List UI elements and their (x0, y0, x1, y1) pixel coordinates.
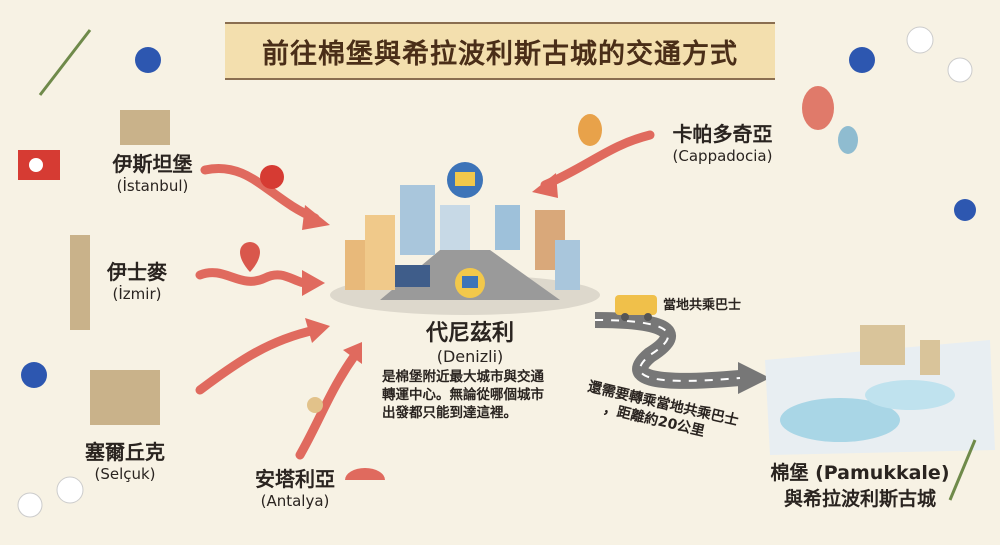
arrow-cappadocia (540, 130, 655, 190)
arrowhead-antalya (343, 342, 362, 364)
hub-description: 是棉堡附近最大城市與交通 轉運中心。無論從哪個城市 出發都只能到達這裡。 (382, 368, 544, 422)
olive-branch-icon (948, 439, 977, 501)
city-latin: (Selçuk) (94, 465, 156, 483)
arrowhead-selcuk (305, 318, 330, 343)
page-title: 前往棉堡與希拉波利斯古城的交通方式 (262, 38, 738, 70)
evil-eye-icon (954, 199, 976, 221)
mosque-icon (120, 110, 170, 145)
city-name: 安塔利亞 (255, 467, 335, 491)
origin-istanbul: 伊斯坦堡 (İstanbul) (95, 148, 210, 195)
evil-eye-icon (21, 362, 47, 388)
city-name: 伊士麥 (107, 260, 167, 284)
destination-line: 棉堡 (Pamukkale) (770, 462, 950, 484)
title-banner: 前往棉堡與希拉波利斯古城的交通方式 (225, 22, 775, 80)
hot-air-balloon-icon (838, 126, 858, 154)
arrow-istanbul (200, 164, 320, 223)
description-line: 轉運中心。無論從哪個城市 (382, 387, 544, 403)
clock-tower-icon (70, 235, 90, 330)
city-name: 伊斯坦堡 (112, 152, 193, 176)
arrowhead-izmir (302, 270, 325, 296)
hub-latin: (Denizli) (436, 347, 504, 366)
origin-selcuk: 塞爾丘克 (Selçuk) (70, 436, 180, 483)
arrow-izmir (195, 268, 315, 288)
city-latin: (İzmir) (112, 285, 162, 303)
city-latin: (Cappadocia) (672, 147, 773, 165)
turkish-flag-badge-icon (260, 165, 284, 189)
hot-air-balloon-icon (578, 114, 602, 146)
description-line: 出發都只能到達這裡。 (382, 405, 517, 421)
olive-branch-icon (38, 29, 92, 96)
road-arrowhead (738, 362, 770, 394)
origin-izmir: 伊士麥 (İzmir) (92, 256, 182, 303)
origin-antalya: 安塔利亞 (Antalya) (240, 463, 350, 510)
arrowhead-istanbul (302, 205, 330, 230)
cotton-icon (17, 492, 43, 518)
cotton-icon (56, 476, 84, 504)
cotton-icon (906, 26, 934, 54)
destination-pamukkale: 棉堡 (Pamukkale) 與希拉波利斯古城 (760, 460, 960, 512)
beach-umbrella-icon (345, 468, 385, 480)
temple-ruins-icon (90, 370, 160, 425)
road-dashes (594, 319, 741, 382)
origin-cappadocia: 卡帕多奇亞 (Cappadocia) (655, 118, 790, 165)
turkish-flag-icon (18, 150, 60, 180)
arrow-antalya (295, 350, 360, 460)
evil-eye-icon (135, 47, 161, 73)
arrow-selcuk (195, 325, 320, 395)
bus-label: 當地共乘巴士 (663, 298, 742, 313)
city-name: 塞爾丘克 (85, 440, 165, 464)
location-pin-icon (240, 242, 260, 272)
city-name: 卡帕多奇亞 (672, 122, 773, 146)
city-latin: (Antalya) (260, 492, 330, 510)
description-line: 是棉堡附近最大城市與交通 (382, 369, 544, 385)
cotton-icon (947, 57, 973, 83)
shell-icon (307, 397, 323, 413)
road-to-pamukkale (594, 312, 741, 389)
denizli-city-illustration (330, 162, 600, 315)
evil-eye-icon (849, 47, 875, 73)
arrowhead-cappadocia (532, 173, 558, 198)
hot-air-balloon-icon (802, 86, 834, 130)
pamukkale-illustration (765, 325, 995, 455)
destination-line: 與希拉波利斯古城 (783, 488, 936, 510)
hub-denizli: 代尼茲利 (Denizli) (405, 315, 535, 366)
hub-name: 代尼茲利 (425, 321, 514, 346)
city-latin: (İstanbul) (116, 177, 189, 195)
bus-icon (615, 295, 657, 321)
